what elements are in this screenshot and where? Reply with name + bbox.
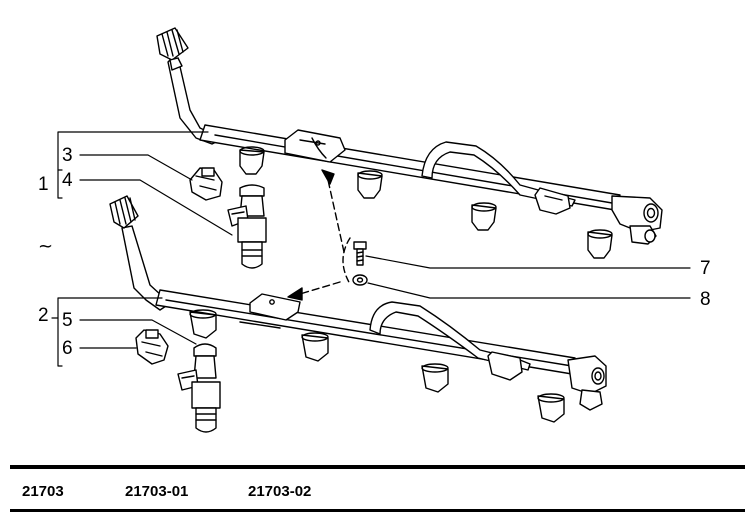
callout-8: 8 [700, 289, 711, 310]
injector-retaining-clip-lower [135, 329, 169, 365]
upper-rail-injector-cups [239, 146, 613, 259]
bracket-fixing-washer [352, 274, 368, 286]
callout-1: 1 [38, 174, 49, 195]
fuel-injector-lower [177, 343, 221, 433]
fuel-injector-upper [227, 184, 267, 269]
lower-rail-end-connector [567, 355, 607, 411]
callout-5: 5 [62, 310, 73, 331]
upper-fuel-rail [156, 27, 663, 259]
part-code-1: 21703 [22, 483, 64, 500]
part-code-2: 21703-01 [125, 483, 189, 500]
lower-fuel-rail [109, 195, 607, 423]
upper-rail-knurled-fitting [156, 27, 189, 71]
fuel-rail-exploded-diagram [51, 27, 691, 433]
injector-retaining-clip-upper [189, 167, 223, 201]
part-code-3: 21703-02 [248, 483, 312, 500]
callout-6: 6 [62, 338, 73, 359]
bracket-fixing-screw [353, 241, 367, 266]
leader-lines [51, 131, 691, 367]
table-bottom-rule [10, 509, 745, 512]
lower-rail-injector-cups [189, 309, 565, 423]
continuation-marker: ~ [38, 236, 54, 257]
callout-4: 4 [62, 170, 73, 191]
lower-rail-mounting-bracket [239, 293, 301, 329]
lower-rail-knurled-fitting [109, 195, 139, 229]
upper-rail-end-connector [611, 195, 663, 245]
screw-and-washer-detail-circle [287, 169, 368, 301]
table-top-rule [10, 465, 745, 469]
callout-2: 2 [38, 305, 49, 326]
upper-rail-mounting-bracket [284, 129, 346, 163]
callout-7: 7 [700, 258, 711, 279]
callout-3: 3 [62, 145, 73, 166]
